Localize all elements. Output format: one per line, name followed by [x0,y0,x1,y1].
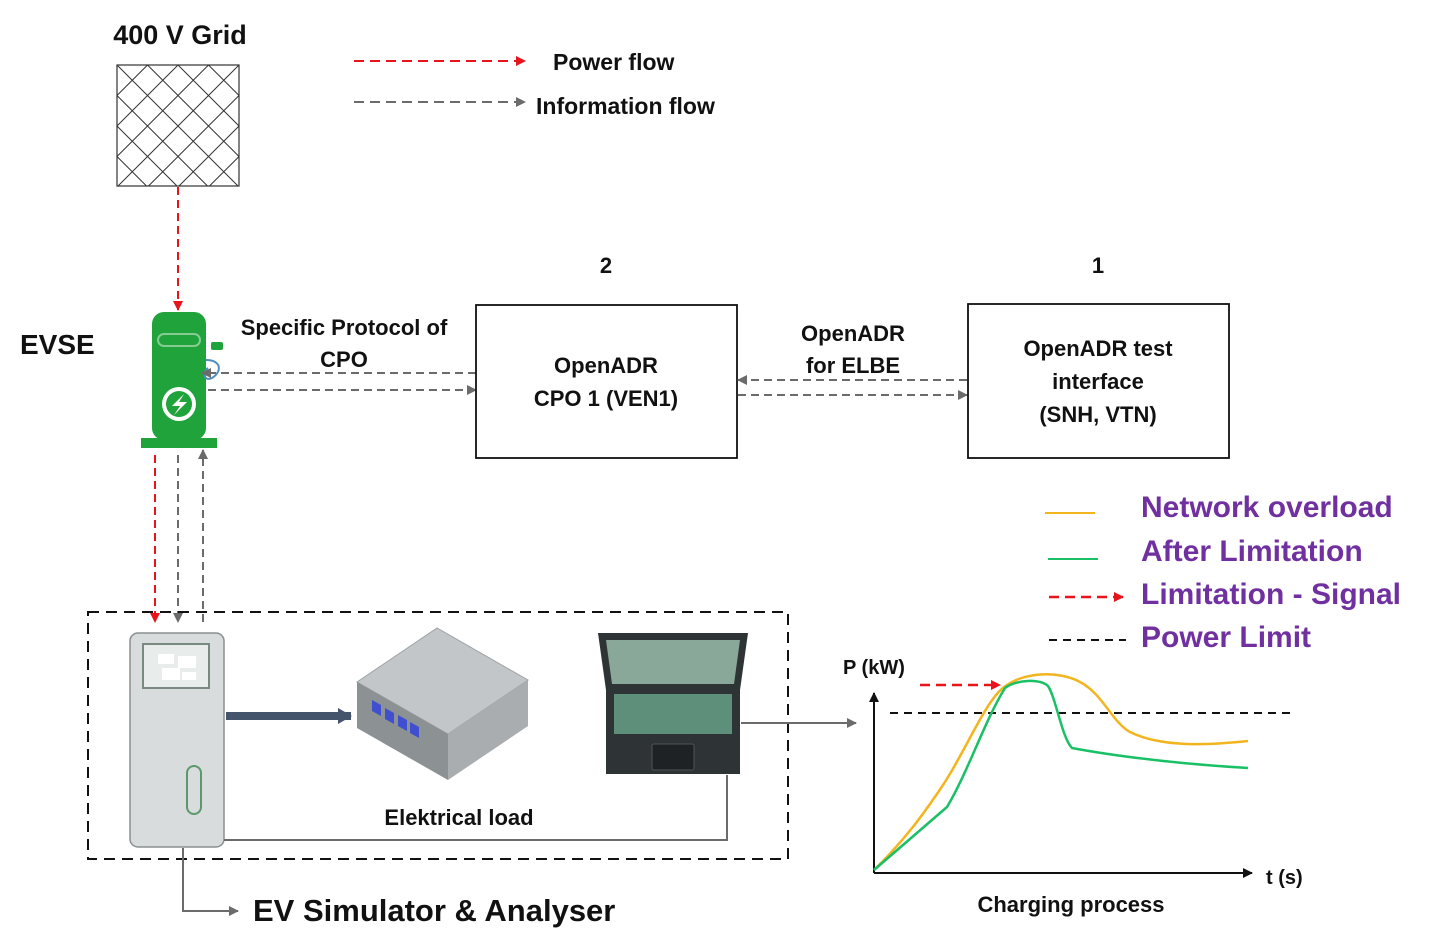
chart-x-label: t (s) [1266,867,1303,889]
cpo-box [475,304,738,459]
laptop-icon [598,633,748,774]
openadr-link-line2: for ELBE [806,353,900,378]
test-box-number: 1 [1092,253,1104,278]
power-limit-legend-label: Power Limit [1141,621,1311,654]
test-box-line2: interface [1052,369,1144,394]
cpo-box-number: 2 [600,253,612,278]
information-flow-legend-label: Information flow [536,93,715,119]
test-interface-box [967,303,1230,459]
electrical-load-icon [356,627,529,780]
simulator-title: EV Simulator & Analyser [253,893,615,928]
grid-title: 400 V Grid [113,20,247,50]
test-box-line3: (SNH, VTN) [1039,402,1156,427]
evse-charger-icon [141,312,223,448]
limitation-signal-legend-label: Limitation - Signal [1141,578,1401,611]
cpo-box-line2: CPO 1 (VEN1) [534,386,678,411]
protocol-label-line2: CPO [320,347,368,372]
openadr-link-line1: OpenADR [801,321,905,346]
chart-y-label: P (kW) [843,657,905,679]
power-flow-legend-label: Power flow [553,49,675,75]
after-limitation-curve [873,679,1249,871]
protocol-label-line1: Specific Protocol of [241,315,448,340]
charging-chart: P (kW) t (s) Charging process [843,657,1303,917]
chart-caption: Charging process [977,892,1164,917]
simulator-frame [87,611,789,860]
grid-symbol [116,64,240,187]
simulator-label-pointer [182,848,239,916]
test-box-line1: OpenADR test [1023,336,1173,361]
evse-label: EVSE [20,329,95,360]
ev-simulator-cabinet [129,632,225,848]
after-limitation-legend-label: After Limitation [1141,535,1363,568]
network-overload-legend-label: Network overload [1141,491,1393,524]
cpo-box-line1: OpenADR [554,353,658,378]
electrical-load-label: Elektrical load [384,805,533,830]
simulator-laptop-connection [224,775,728,841]
network-overload-curve [873,673,1249,871]
